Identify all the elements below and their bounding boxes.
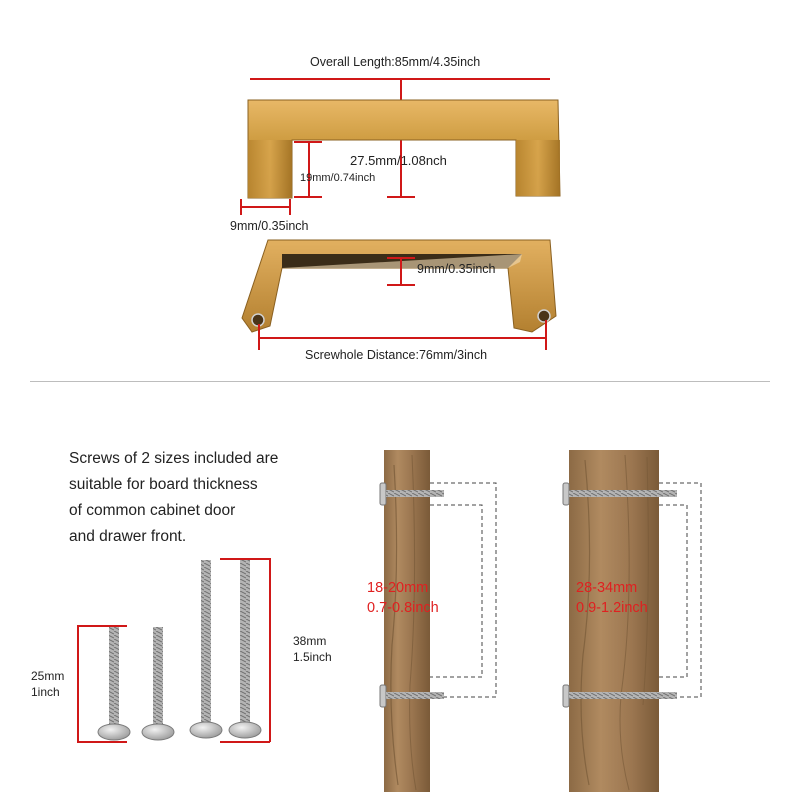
board-thin-mm: 18-20mm [367, 580, 429, 596]
thickness-bottom-tick [387, 284, 415, 286]
handle-back-view [241, 239, 557, 333]
screws-description-line: Screws of 2 sizes included are [69, 450, 279, 467]
width-right-tick [289, 199, 291, 215]
overall-length-label: Overall Length:85mm/4.35inch [310, 55, 481, 69]
leg-height-label: 19mm/0.74inch [300, 172, 376, 184]
total-height-label: 27.5mm/1.08nch [350, 153, 447, 168]
screws-description: Screws of 2 sizes included are suitable … [69, 446, 329, 550]
leg-bottom-tick [294, 196, 322, 198]
short-screw-bracket-top [77, 625, 127, 627]
short-screw-bracket-side [77, 625, 79, 742]
short-screw-inch-label: 1inch [31, 685, 60, 699]
board-diagram-thin [379, 450, 497, 792]
screwhole-right-icon [537, 309, 551, 323]
section-divider [30, 381, 770, 382]
short-screw-mm-label: 25mm [31, 669, 65, 683]
screwhole-distance-label: Screwhole Distance:76mm/3inch [305, 348, 488, 362]
screws-illustration [97, 560, 262, 741]
thickness-vertical-line [400, 257, 402, 285]
screws-description-line: and drawer front. [69, 528, 187, 545]
leg-vertical-line [308, 141, 310, 198]
short-screw-icon [97, 627, 131, 741]
screws-description-line: of common cabinet door [69, 502, 236, 519]
long-screw-bracket-bottom [220, 741, 270, 743]
board-thin-inch: 0.7-0.8inch [367, 600, 439, 616]
screw-icon [562, 684, 677, 708]
overall-length-line [250, 78, 550, 80]
long-screw-mm-label: 38mm [293, 634, 327, 648]
screw-icon [379, 482, 444, 506]
screw-icon [379, 684, 444, 708]
short-screw-bracket-bottom [77, 741, 127, 743]
wood-board [569, 450, 659, 792]
width-label: 9mm/0.35inch [230, 219, 309, 233]
screw-icon [562, 482, 677, 506]
screwhole-distance-line [258, 337, 546, 339]
thickness-label: 9mm/0.35inch [417, 262, 496, 276]
board-thick-measure: 28-34mm 0.9-1.2inch [576, 578, 648, 618]
long-screw-icon [228, 560, 262, 739]
long-screw-bracket-side [269, 558, 271, 742]
height-bottom-tick [387, 196, 415, 198]
width-line [240, 206, 290, 208]
screws-description-line: suitable for board thickness [69, 476, 258, 493]
board-diagram-thick [562, 450, 702, 792]
screwhole-right-tick [545, 320, 547, 350]
long-screw-bracket-top [220, 558, 270, 560]
board-thin-measure: 18-20mm 0.7-0.8inch [367, 578, 439, 618]
board-thick-inch: 0.9-1.2inch [576, 600, 648, 616]
handle-side-view [247, 99, 561, 199]
short-screw-icon [141, 627, 175, 741]
wood-board [384, 450, 430, 792]
long-screw-inch-label: 1.5inch [293, 650, 332, 664]
board-thick-mm: 28-34mm [576, 580, 638, 596]
long-screw-icon [189, 560, 223, 739]
